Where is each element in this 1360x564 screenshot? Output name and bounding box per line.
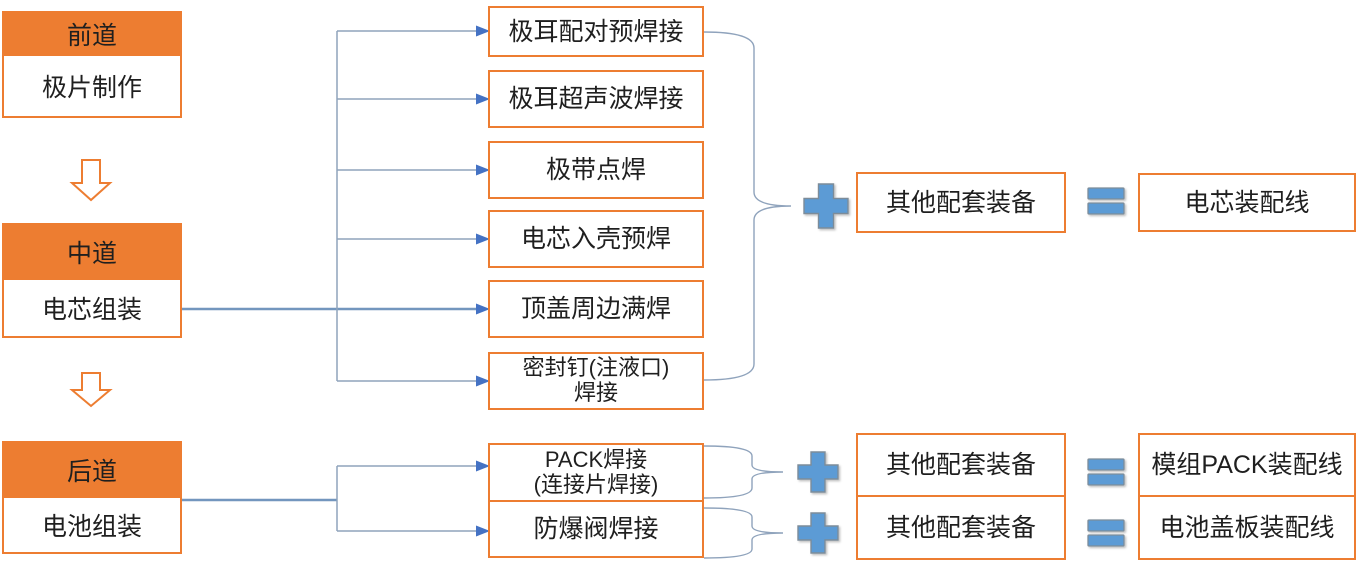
process-box-pack-welding: PACK焊接 (连接片焊接)	[488, 443, 704, 502]
stage-body-front: 极片制作	[2, 56, 182, 118]
plus-icon-2	[797, 451, 839, 493]
assembly-line-box-cover: 电池盖板装配线	[1138, 495, 1356, 560]
process-box-top-cover-full-welding: 顶盖周边满焊	[488, 280, 704, 338]
down-arrow-icon-1	[69, 159, 113, 202]
process-box-cell-casing-prewelding: 电芯入壳预焊	[488, 210, 704, 268]
brace-icon-pack	[703, 445, 784, 499]
stage-header-rear: 后道	[2, 441, 182, 498]
process-box-tab-pair-prewelding: 极耳配对预焊接	[488, 6, 704, 57]
stage-box-middle: 中道 电芯组装	[2, 223, 182, 338]
process-box-seal-pin-welding: 密封钉(注液口) 焊接	[488, 352, 704, 410]
stage-header-middle: 中道	[2, 223, 182, 280]
other-equipment-box-3: 其他配套装备	[856, 495, 1066, 560]
down-arrow-icon-2	[69, 372, 113, 408]
plus-icon-3	[797, 512, 839, 554]
equals-icon-1	[1087, 187, 1125, 215]
process-box-strip-spot-welding: 极带点焊	[488, 141, 704, 199]
stage-box-rear: 后道 电池组装	[2, 441, 182, 554]
assembly-line-box-cell: 电芯装配线	[1138, 173, 1356, 232]
process-box-tab-ultrasonic-welding: 极耳超声波焊接	[488, 70, 704, 128]
plus-icon-1	[803, 183, 849, 229]
stage-body-middle: 电芯组装	[2, 280, 182, 338]
brace-icon-vent	[703, 507, 784, 559]
assembly-line-box-module-pack: 模组PACK装配线	[1138, 433, 1356, 497]
brace-icon-cell	[703, 31, 792, 381]
other-equipment-box-1: 其他配套装备	[856, 172, 1066, 233]
equals-icon-2	[1087, 458, 1125, 486]
process-box-vent-welding: 防爆阀焊接	[488, 500, 704, 558]
equals-icon-3	[1087, 519, 1125, 547]
stage-box-front: 前道 极片制作	[2, 11, 182, 118]
stage-header-front: 前道	[2, 11, 182, 56]
stage-body-rear: 电池组装	[2, 498, 182, 554]
other-equipment-box-2: 其他配套装备	[856, 433, 1066, 497]
